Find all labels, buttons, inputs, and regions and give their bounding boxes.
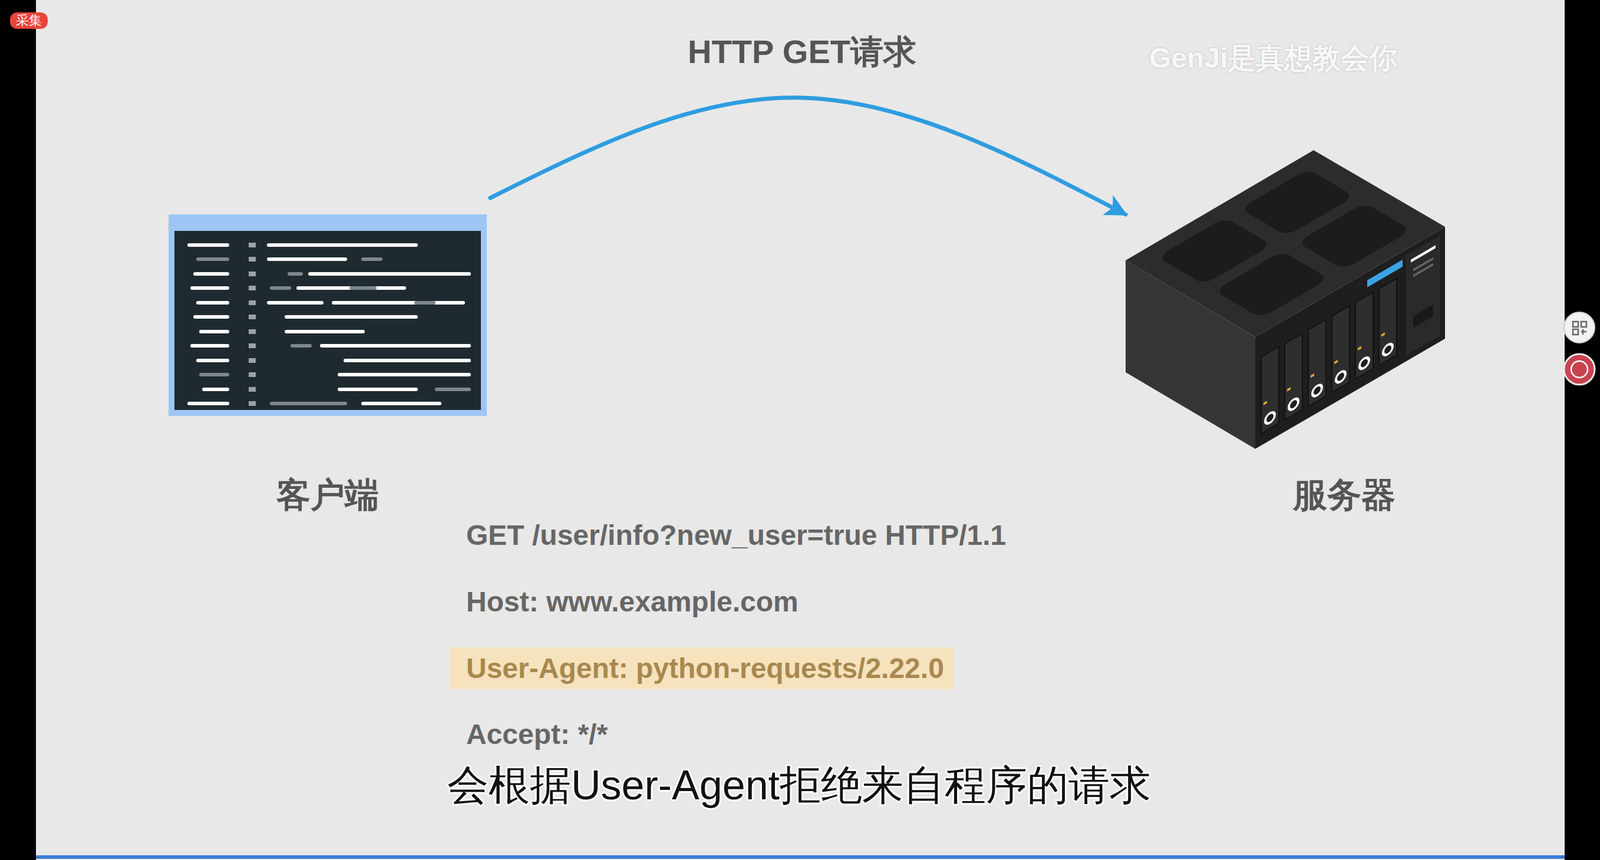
line-number-gutter	[248, 245, 256, 404]
subtitle: 会根据User-Agent拒绝来自程序的请求	[447, 761, 1151, 810]
code-lines	[189, 245, 470, 404]
request-header: Accept: */*	[466, 718, 608, 752]
request-header: Host: www.example.com	[466, 585, 799, 619]
illustration-area	[168, 214, 487, 417]
server-node: 服务器	[1125, 150, 1446, 516]
watermark: GenJi是真想教会你	[1149, 41, 1398, 75]
code-lines-dim	[198, 259, 470, 404]
highlighted-header: User-Agent: python-requests/2.22.0	[450, 647, 954, 690]
window-body	[174, 231, 481, 411]
request-arrow	[490, 97, 1126, 215]
request-line: GET /user/info?new_user=true HTTP/1.1	[466, 519, 1006, 553]
recording-badge: 采集	[10, 12, 48, 29]
progress-line	[35, 855, 1565, 860]
code-window-illustration	[168, 214, 487, 417]
window-frame	[168, 214, 487, 417]
illustration-area	[1125, 150, 1446, 450]
node-label: 服务器	[1243, 474, 1446, 516]
drive-bays	[1261, 235, 1441, 441]
edge-label: HTTP GET请求	[687, 32, 917, 72]
side-buttons	[1561, 309, 1598, 388]
server-illustration	[1125, 150, 1446, 450]
node-label: 客户端	[168, 474, 487, 516]
background-panel	[35, 0, 1565, 860]
client-node: 客户端	[165, 198, 491, 516]
